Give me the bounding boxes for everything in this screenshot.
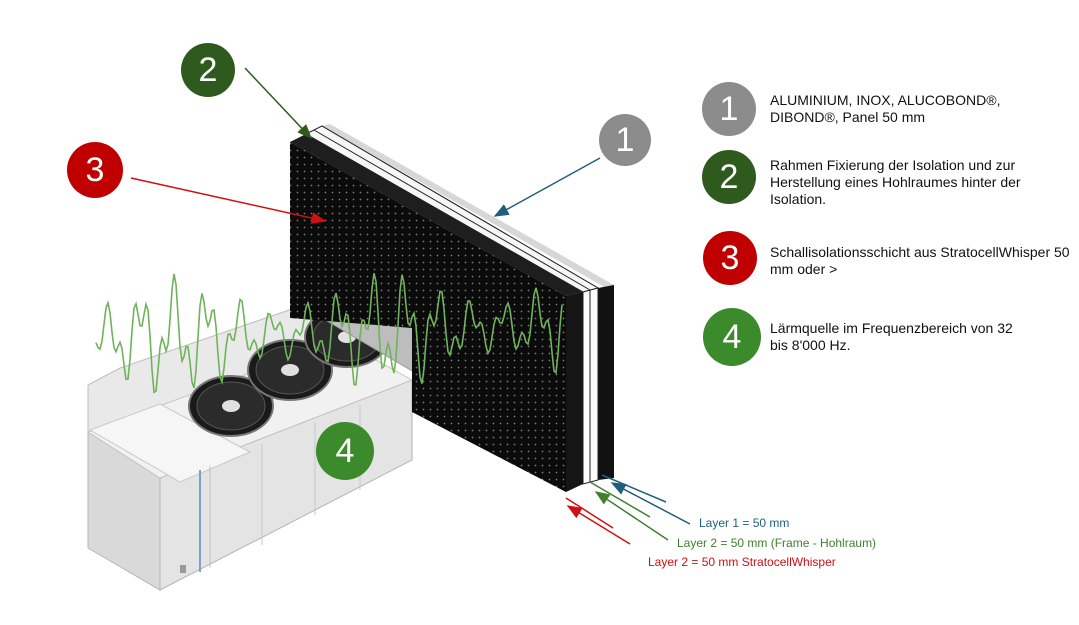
legend-text-1: ALUMINIUM, INOX, ALUCOBOND®, DIBOND®, Pa…: [770, 92, 1001, 125]
dimension-layer1: [601, 474, 691, 525]
legend-badge-1: 1: [702, 82, 756, 136]
marker-1: 1: [599, 114, 651, 166]
legend-badge-2: 2: [702, 150, 756, 204]
legend-badge-4: 4: [703, 308, 761, 366]
fan-1: [188, 375, 274, 437]
arrow-marker-3: [130, 177, 327, 224]
legend-text-3: Schallisolationsschicht aus StratocellWh…: [770, 244, 1070, 277]
fan-2: [247, 339, 333, 401]
wall-panel: [290, 124, 614, 492]
arrow-marker-1: [493, 157, 601, 217]
legend-text-4: Lärmquelle im Frequenzbereich von 32 bis…: [770, 320, 1013, 353]
dimension-layer2-whisper: [565, 497, 631, 545]
marker-2: 2: [181, 43, 235, 97]
marker-3: 3: [67, 142, 123, 198]
legend-text-2: Rahmen Fixierung der Isolation und zur H…: [770, 157, 1021, 207]
legend-badge-3: 3: [703, 231, 757, 285]
layer2-whisper-label: Layer 2 = 50 mm StratocellWhisper: [648, 555, 836, 569]
arrow-marker-2: [244, 67, 313, 140]
sound-wave: [95, 273, 563, 394]
marker-4: 4: [316, 422, 374, 480]
layer2-frame-label: Layer 2 = 50 mm (Frame - Hohlraum): [677, 536, 877, 550]
layer1-label: Layer 1 = 50 mm: [699, 516, 790, 530]
dimension-layer2-frame: [589, 481, 669, 541]
